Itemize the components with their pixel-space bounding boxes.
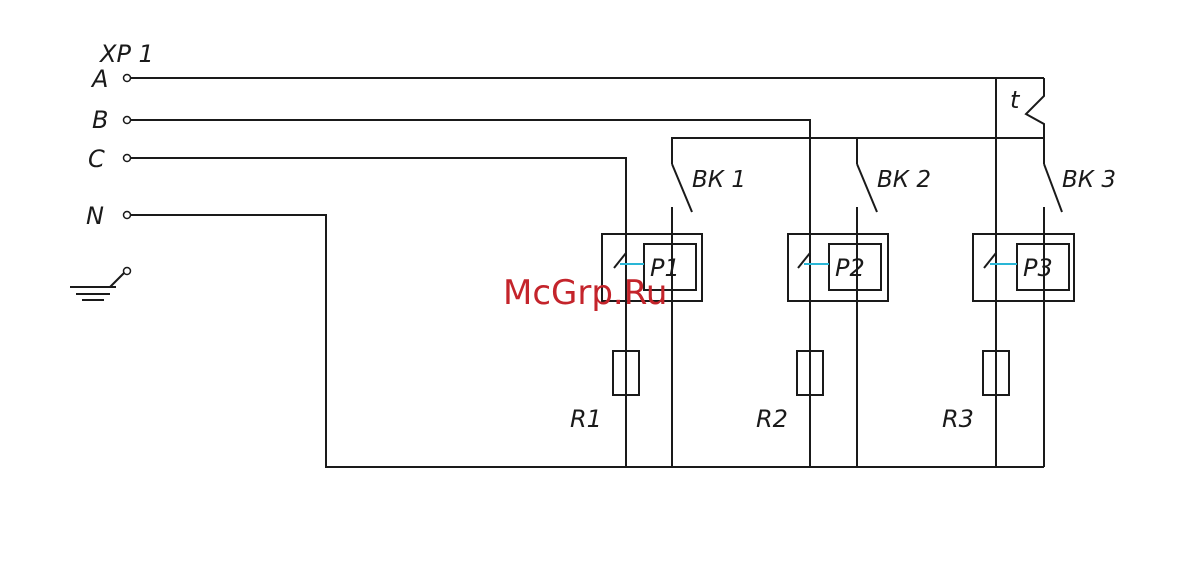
relay-1 — [601, 233, 703, 302]
heater-1 — [612, 350, 640, 396]
watermark-text: McGrp.Ru — [503, 273, 667, 313]
phase-label-a: A — [90, 65, 108, 93]
phase-label-b: B — [92, 106, 108, 134]
relay-2 — [787, 233, 889, 302]
limit-switch-label-2: ВК 2 — [877, 167, 931, 193]
limit-switch-label-1: ВК 1 — [692, 167, 746, 193]
control-bus — [671, 137, 1044, 164]
terminal-b — [122, 115, 132, 125]
limit-switch-3 — [1043, 163, 1063, 467]
limit-switch-2 — [856, 163, 878, 467]
terminal-c — [122, 153, 132, 163]
heater-2 — [796, 350, 824, 396]
relay-label-3: Р3 — [1023, 254, 1053, 282]
terminal-a — [122, 73, 132, 83]
relay-label-1: Р1 — [650, 254, 680, 282]
phase-label-n: N — [86, 202, 104, 230]
limit-switch-1 — [671, 163, 693, 467]
phase-label-c: C — [88, 145, 105, 173]
limit-switch-label-3: ВК 3 — [1062, 167, 1116, 193]
thermostat-label: t — [1010, 86, 1021, 114]
wire-neutral — [131, 214, 1044, 468]
ground-icon — [70, 266, 132, 301]
terminal-n — [122, 210, 132, 220]
connector-label: ХР 1 — [98, 40, 154, 68]
heater-label-1: R1 — [570, 405, 602, 433]
wire-phase-c — [131, 157, 627, 467]
heater-label-3: R3 — [942, 405, 974, 433]
terminals — [122, 73, 132, 220]
relay-label-2: Р2 — [835, 254, 865, 282]
relay-3 — [972, 233, 1075, 302]
heater-3 — [982, 350, 1010, 396]
heater-label-2: R2 — [756, 405, 788, 433]
thermostat-switch — [1024, 78, 1045, 138]
